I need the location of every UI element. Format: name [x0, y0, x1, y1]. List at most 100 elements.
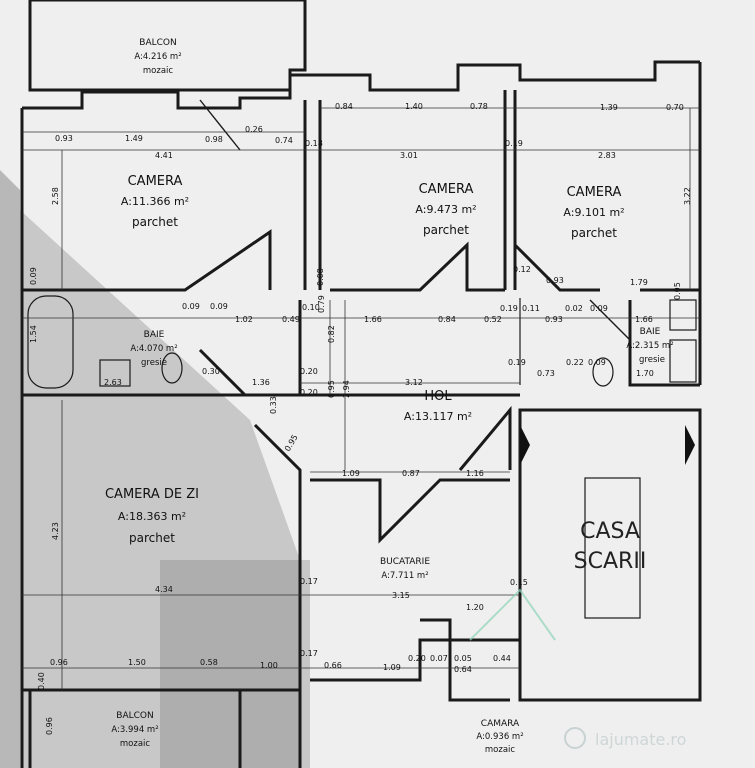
svg-text:0.12: 0.12 [513, 265, 531, 274]
svg-text:3.22: 3.22 [683, 187, 692, 205]
svg-text:A:11.366 m²: A:11.366 m² [121, 195, 189, 208]
svg-text:0.09: 0.09 [182, 302, 200, 311]
svg-text:0.40: 0.40 [37, 672, 46, 690]
svg-text:1.79: 1.79 [630, 278, 648, 287]
svg-text:0.58: 0.58 [200, 658, 218, 667]
svg-text:CAMERA DE ZI: CAMERA DE ZI [105, 487, 199, 502]
svg-text:BUCATARIE: BUCATARIE [380, 557, 430, 567]
dimension-lines [22, 107, 700, 690]
shadow-lower-left [20, 210, 300, 768]
svg-text:0.84: 0.84 [335, 102, 353, 111]
shadow-left [0, 170, 20, 768]
svg-text:1.16: 1.16 [466, 469, 484, 478]
stairwell-label: CASA SCARII [574, 519, 647, 574]
svg-text:mozaic: mozaic [143, 66, 174, 76]
svg-text:1.40: 1.40 [405, 102, 423, 111]
svg-text:0.05: 0.05 [454, 654, 472, 663]
toilet-1 [161, 352, 183, 384]
svg-text:lajumate.ro: lajumate.ro [595, 730, 686, 749]
svg-text:A:2.315 m²: A:2.315 m² [626, 341, 673, 351]
watermark: lajumate.ro [469, 588, 686, 749]
svg-text:1.02: 1.02 [235, 315, 253, 324]
svg-text:1.09: 1.09 [342, 469, 360, 478]
svg-text:1.66: 1.66 [635, 315, 653, 324]
room-balcon-top: BALCON A:4.216 m² mozaic [134, 38, 181, 76]
svg-text:0.20: 0.20 [408, 654, 426, 663]
svg-text:A:18.363 m²: A:18.363 m² [118, 510, 186, 523]
svg-text:CAMERA: CAMERA [419, 182, 474, 197]
svg-text:0.49: 0.49 [282, 315, 300, 324]
svg-text:0.70: 0.70 [666, 103, 684, 112]
room-camera-1: CAMERA A:11.366 m² parchet [121, 174, 189, 229]
bathtub [27, 295, 74, 389]
svg-text:0.96: 0.96 [45, 717, 54, 735]
svg-text:0.11: 0.11 [522, 304, 540, 313]
arrow-left-icon [520, 425, 530, 465]
svg-text:1.49: 1.49 [125, 134, 143, 143]
room-camara: CAMARA A:0.936 m² mozaic [476, 719, 523, 755]
room-balcon-bottom: BALCON A:3.994 m² mozaic [111, 711, 158, 749]
svg-text:0.22: 0.22 [566, 358, 584, 367]
svg-text:0.19: 0.19 [500, 304, 518, 313]
svg-text:BALCON: BALCON [116, 711, 153, 721]
svg-text:0.02: 0.02 [565, 304, 583, 313]
svg-text:4.34: 4.34 [155, 585, 173, 594]
svg-text:2.94: 2.94 [342, 380, 351, 398]
svg-text:0.19: 0.19 [505, 139, 523, 148]
svg-text:0.93: 0.93 [55, 134, 73, 143]
svg-text:parchet: parchet [132, 215, 178, 229]
svg-text:0.15: 0.15 [510, 578, 528, 587]
svg-text:0.17: 0.17 [300, 649, 318, 658]
svg-text:0.78: 0.78 [470, 102, 488, 111]
svg-text:0.95: 0.95 [327, 380, 336, 398]
room-camera-3: CAMERA A:9.101 m² parchet [563, 185, 624, 240]
room-camera-2: CAMERA A:9.473 m² parchet [415, 182, 476, 237]
svg-text:0.74: 0.74 [275, 136, 293, 145]
svg-text:mozaic: mozaic [485, 745, 516, 755]
svg-text:1.00: 1.00 [260, 661, 278, 670]
svg-text:0.93: 0.93 [546, 276, 564, 285]
fixtures [27, 295, 697, 389]
svg-text:1.20: 1.20 [466, 603, 484, 612]
sink-1 [99, 359, 131, 387]
svg-text:HOL: HOL [424, 389, 452, 404]
shower [669, 339, 697, 383]
arrow-right-icon [685, 425, 695, 465]
svg-text:gresie: gresie [141, 358, 167, 368]
svg-text:1.50: 1.50 [128, 658, 146, 667]
svg-text:4.41: 4.41 [155, 151, 173, 160]
svg-text:2.58: 2.58 [51, 187, 60, 205]
svg-text:gresie: gresie [639, 355, 665, 365]
svg-text:1.39: 1.39 [600, 103, 618, 112]
svg-text:BALCON: BALCON [139, 38, 176, 48]
svg-text:mozaic: mozaic [120, 739, 151, 749]
svg-text:2.63: 2.63 [104, 378, 122, 387]
svg-text:BAIE: BAIE [144, 330, 165, 340]
svg-text:A:9.101 m²: A:9.101 m² [563, 206, 624, 219]
svg-text:3.01: 3.01 [400, 151, 418, 160]
svg-text:0.33: 0.33 [269, 396, 278, 414]
svg-text:0.09: 0.09 [29, 267, 38, 285]
svg-text:A:7.711 m²: A:7.711 m² [381, 571, 428, 581]
stair-core [584, 477, 641, 619]
svg-text:0.52: 0.52 [484, 315, 502, 324]
svg-text:0.07: 0.07 [430, 654, 448, 663]
svg-text:0.20: 0.20 [300, 388, 318, 397]
doors [184, 99, 631, 541]
dimension-labels: 0.93 1.49 0.98 0.26 0.74 0.18 4.41 0.84 … [29, 102, 692, 735]
svg-text:0.09: 0.09 [590, 304, 608, 313]
shadow-bottom [160, 560, 310, 768]
svg-text:0.44: 0.44 [493, 654, 511, 663]
svg-text:parchet: parchet [129, 531, 175, 545]
room-hol: HOL A:13.117 m² [404, 389, 472, 423]
room-baie-1: BAIE A:4.070 m² gresie [130, 330, 177, 368]
svg-text:0.79: 0.79 [317, 295, 326, 313]
svg-text:0.19: 0.19 [508, 358, 526, 367]
toilet-2 [592, 357, 614, 387]
svg-text:0.08: 0.08 [316, 268, 325, 286]
svg-text:CAMARA: CAMARA [481, 719, 520, 729]
watermark-badge-icon [564, 727, 586, 749]
room-camera-zi: CAMERA DE ZI A:18.363 m² parchet [105, 487, 199, 545]
svg-text:0.10: 0.10 [302, 303, 320, 312]
